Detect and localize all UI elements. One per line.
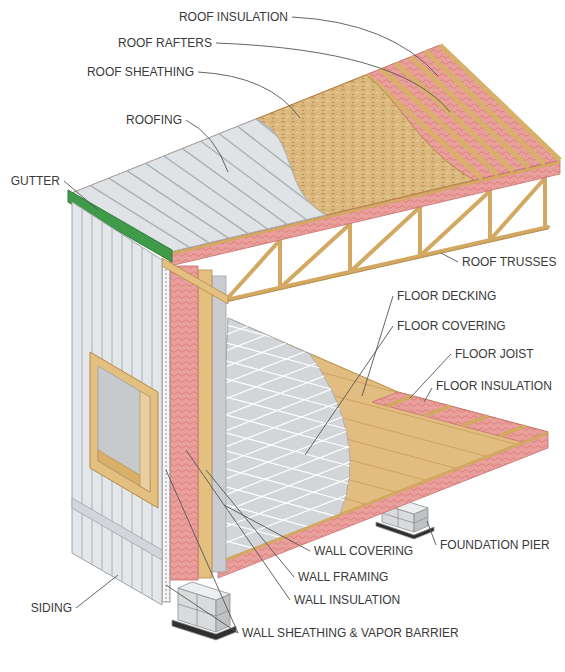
- part-label: WALL FRAMING: [298, 570, 388, 584]
- part-label: ROOF RAFTERS: [118, 36, 212, 50]
- part-label: GUTTER: [11, 174, 60, 188]
- part-label: WALL INSULATION: [294, 593, 400, 607]
- trim-band: [72, 498, 162, 560]
- siding: [72, 202, 162, 605]
- foundation-pier: [172, 582, 236, 640]
- wall-sheathing: [162, 262, 170, 602]
- roof-sheathing: [72, 75, 474, 252]
- top-plate: [162, 258, 228, 304]
- floor-insulation: [372, 392, 548, 442]
- floor-joist: [387, 396, 526, 436]
- part-label: ROOF TRUSSES: [462, 255, 556, 269]
- wall-stud: [198, 270, 212, 578]
- part-label: WALL COVERING: [314, 544, 413, 558]
- window-reveal: [140, 391, 150, 492]
- part-label: FOUNDATION PIER: [440, 538, 550, 552]
- part-label: ROOF SHEATHING: [87, 65, 194, 79]
- part-label: ROOFING: [126, 113, 182, 127]
- part-label: ROOF INSULATION: [179, 10, 288, 24]
- part-label: FLOOR INSULATION: [436, 379, 552, 393]
- window-frame: [90, 352, 158, 508]
- wall-covering: [212, 276, 226, 572]
- part-label: FLOOR JOIST: [455, 347, 534, 361]
- part-label: SIDING: [31, 601, 72, 615]
- floor: [200, 242, 560, 618]
- part-label: FLOOR DECKING: [397, 289, 496, 303]
- window-opening: [98, 366, 150, 492]
- part-label: WALL SHEATHING & VAPOR BARRIER: [242, 626, 459, 640]
- roof-insulation: [72, 45, 560, 252]
- part-label: FLOOR COVERING: [397, 319, 506, 333]
- roof: [68, 45, 560, 266]
- wall: [162, 258, 228, 602]
